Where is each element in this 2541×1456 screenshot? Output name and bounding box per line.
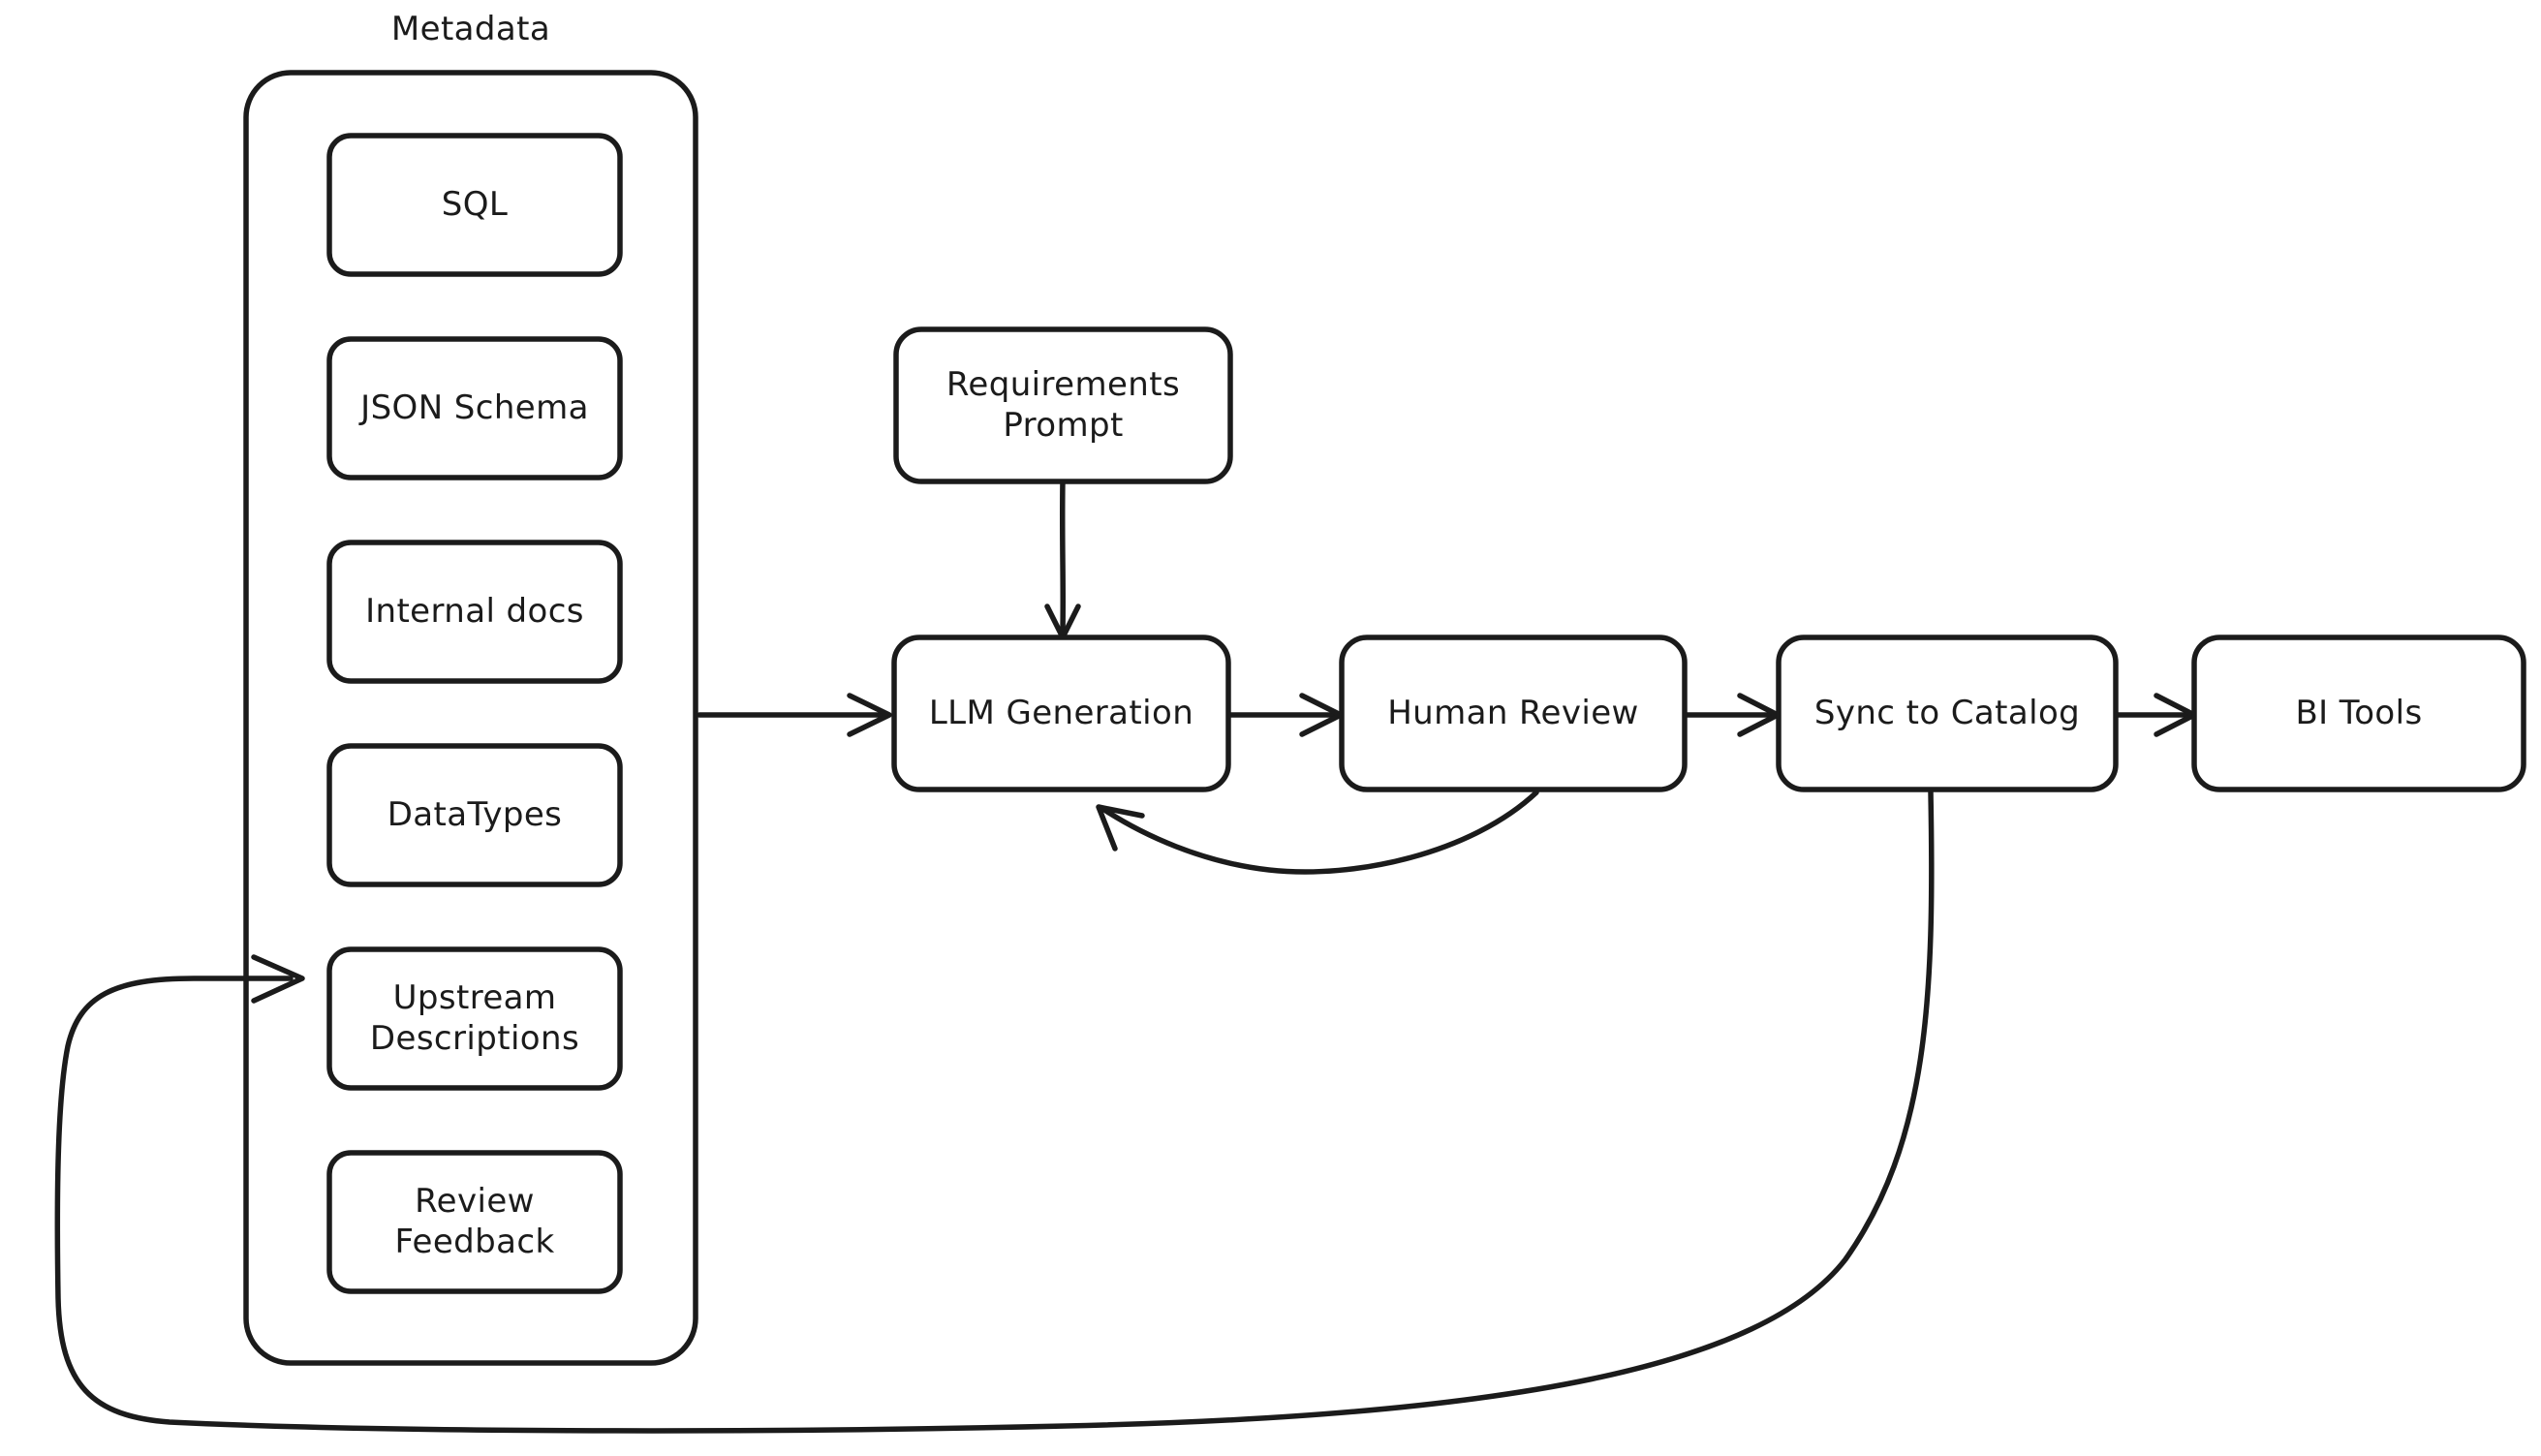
metadata-item-shape-review-feedback[interactable] xyxy=(326,1150,623,1294)
metadata-item-shape-json-schema[interactable] xyxy=(326,336,623,480)
requirements-prompt-shape[interactable] xyxy=(893,326,1233,484)
metadata-group-shape[interactable] xyxy=(243,70,698,1366)
metadata-item-shape-internal-docs[interactable] xyxy=(326,540,623,684)
metadata-item-shape-upstream-descriptions[interactable] xyxy=(326,946,623,1091)
metadata-group-label: Metadata xyxy=(390,10,551,48)
sync-to-catalog-shape[interactable] xyxy=(1776,635,2119,792)
metadata-item-shape-sql[interactable] xyxy=(326,133,623,277)
edge-human-review-feedback-to-llm xyxy=(1096,790,1539,875)
llm-generation-shape[interactable] xyxy=(891,635,1231,792)
human-review-shape[interactable] xyxy=(1339,635,1688,792)
edge-sync-to-upstream-descriptions xyxy=(54,790,1935,1434)
edge-metadata-to-llm xyxy=(697,693,892,737)
bi-tools-shape[interactable] xyxy=(2191,635,2526,792)
metadata-item-shape-datatypes[interactable] xyxy=(326,743,623,887)
